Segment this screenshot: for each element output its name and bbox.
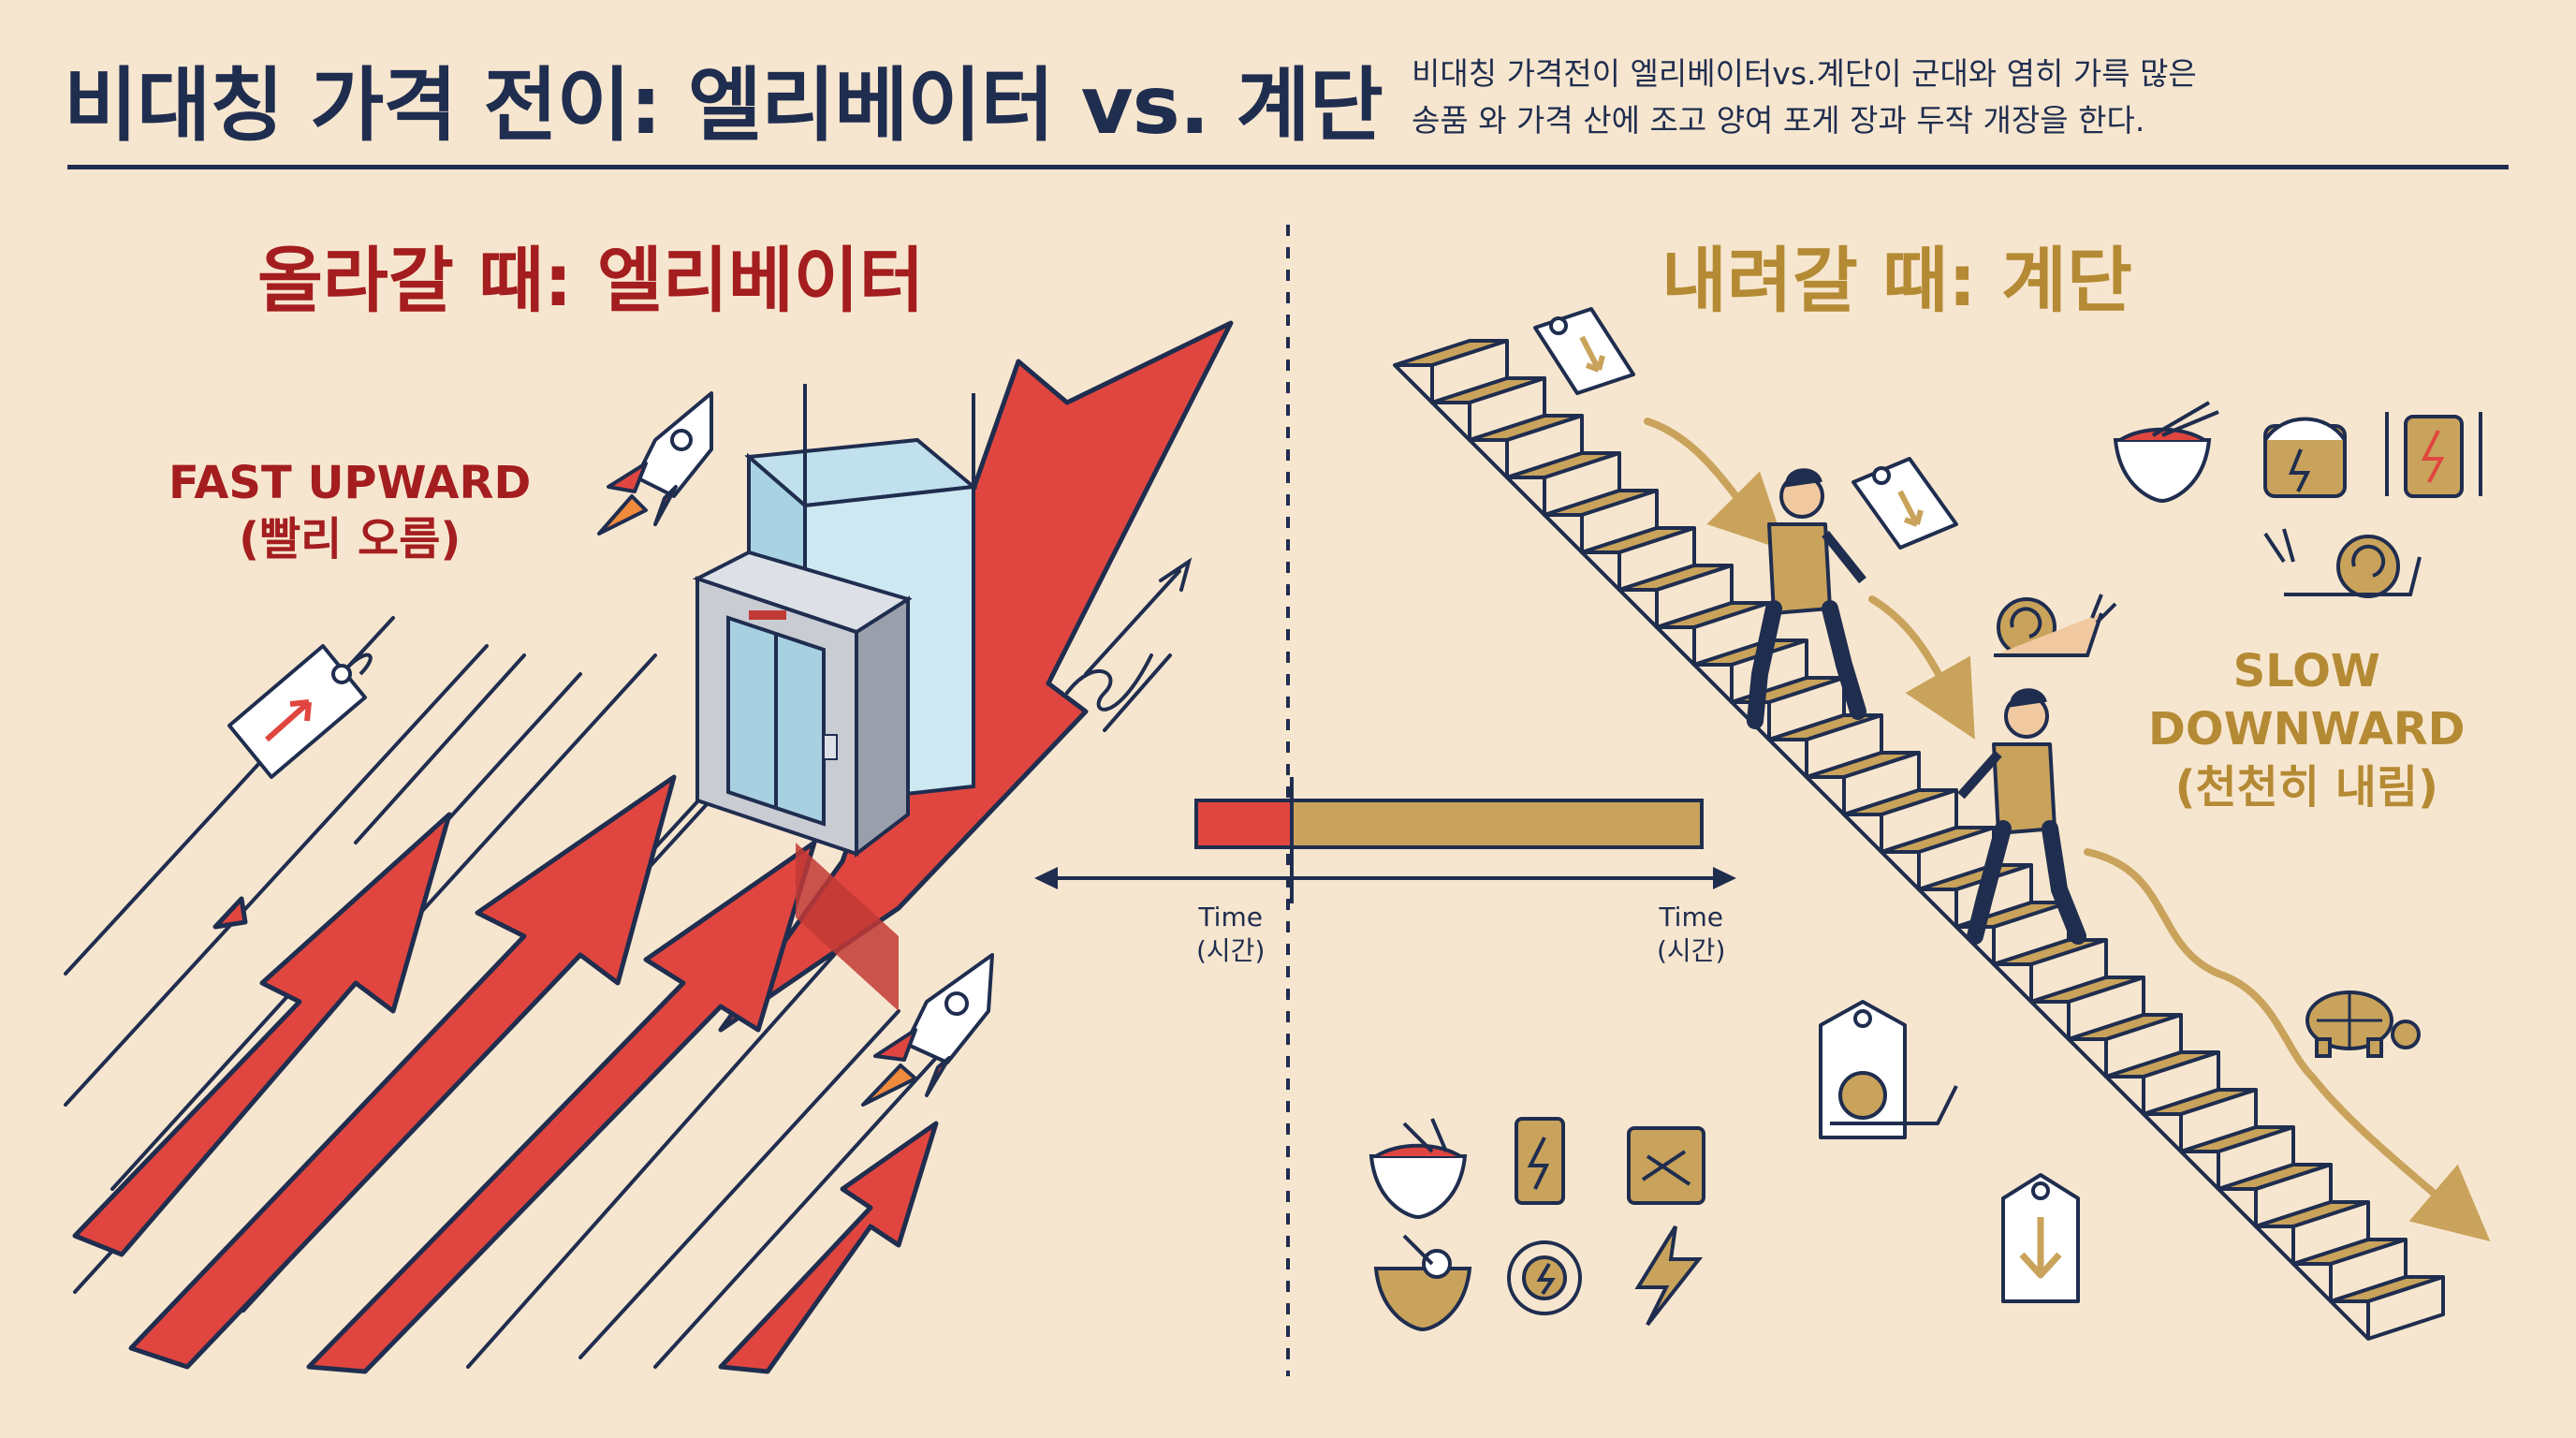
price-tag-down-icon — [2001, 1173, 2080, 1303]
stair-riser — [2366, 1275, 2445, 1341]
elevator-icon — [692, 384, 978, 1011]
ramen-icon — [1373, 1234, 1472, 1332]
snail-icon — [2263, 528, 2422, 598]
time-left-en: Time — [1198, 902, 1263, 932]
page-title: 비대칭 가격 전이: 엘리베이터 vs. 계단 — [64, 59, 1383, 153]
time-right-en: Time — [1659, 902, 1723, 932]
snail-icon — [1994, 594, 2117, 657]
stair-stringer — [1393, 363, 2370, 1341]
slow-label-line-2: DOWNWARD — [2148, 703, 2466, 756]
right-panel-heading: 내려갈 때: 계단 — [1661, 239, 2132, 322]
staircase — [1393, 339, 2445, 1341]
timeline-right-label: Time (시간) — [1657, 901, 1725, 968]
noodle-bowl-icon — [1368, 1118, 1468, 1220]
red-arrow-1 — [72, 812, 452, 1257]
slow-label-line-1: SLOW — [2232, 645, 2380, 697]
fast-upward-ko: (빨리 오름) — [239, 513, 461, 565]
timeline-left-label: Time (시간) — [1196, 901, 1265, 968]
time-left-ko: (시간) — [1196, 935, 1266, 966]
time-right-ko: (시간) — [1657, 935, 1726, 966]
timeline-diagram — [1034, 777, 1736, 903]
red-arrow-3 — [306, 840, 817, 1374]
fast-upward-en: FAST UPWARD — [168, 457, 532, 509]
energy-icon — [2385, 412, 2482, 498]
subtitle-line-2: 송품 와 가격 산에 조고 양여 포게 장과 두작 개장을 한다. — [1412, 102, 2145, 139]
energy-cycle-icon — [1507, 1240, 1582, 1315]
motion-squiggles — [1065, 557, 1193, 712]
header-divider — [67, 165, 2509, 169]
page-subtitle: 비대칭 가격전이 엘리베이터vs.계단이 군대와 염히 가륵 많은 송품 와 가… — [1412, 51, 2197, 144]
slow-downward-label: SLOW DOWNWARD (천천히 내림) — [2148, 642, 2466, 816]
rocket-icon — [861, 953, 994, 1107]
red-arrow-2 — [128, 774, 677, 1370]
slow-path-arrows — [1644, 418, 2491, 1242]
slow-downward-ko: (천천히 내림) — [2174, 761, 2438, 814]
lightning-icon — [1634, 1225, 1704, 1327]
subtitle-line-1: 비대칭 가격전이 엘리베이터vs.계단이 군대와 염히 가륵 많은 — [1412, 55, 2197, 92]
person-walking-icon — [1747, 468, 1866, 729]
rising-arrows — [72, 320, 1234, 1374]
box-icon — [1627, 1126, 1705, 1205]
red-arrow-4 — [718, 1121, 939, 1374]
rocket-icon — [597, 391, 713, 536]
timeline-down-segment — [1290, 799, 1704, 849]
turtle-icon — [2305, 990, 2421, 1058]
price-tag-down-icon — [1852, 457, 1958, 550]
price-tag-snail-icon — [1819, 1000, 1958, 1139]
person-walking-icon — [1957, 688, 2086, 945]
noodle-bowl-icon — [2113, 401, 2219, 504]
price-tag-down-icon — [1533, 307, 1635, 395]
timeline-up-segment — [1194, 799, 1294, 849]
fast-upward-label: FAST UPWARD (빨리 오름) — [168, 455, 531, 567]
left-panel-heading: 올라갈 때: 엘리베이터 — [257, 239, 925, 322]
price-tag-up-icon — [227, 644, 373, 779]
energy-can-icon — [1515, 1117, 1565, 1205]
rice-cooker-icon — [2263, 417, 2347, 498]
